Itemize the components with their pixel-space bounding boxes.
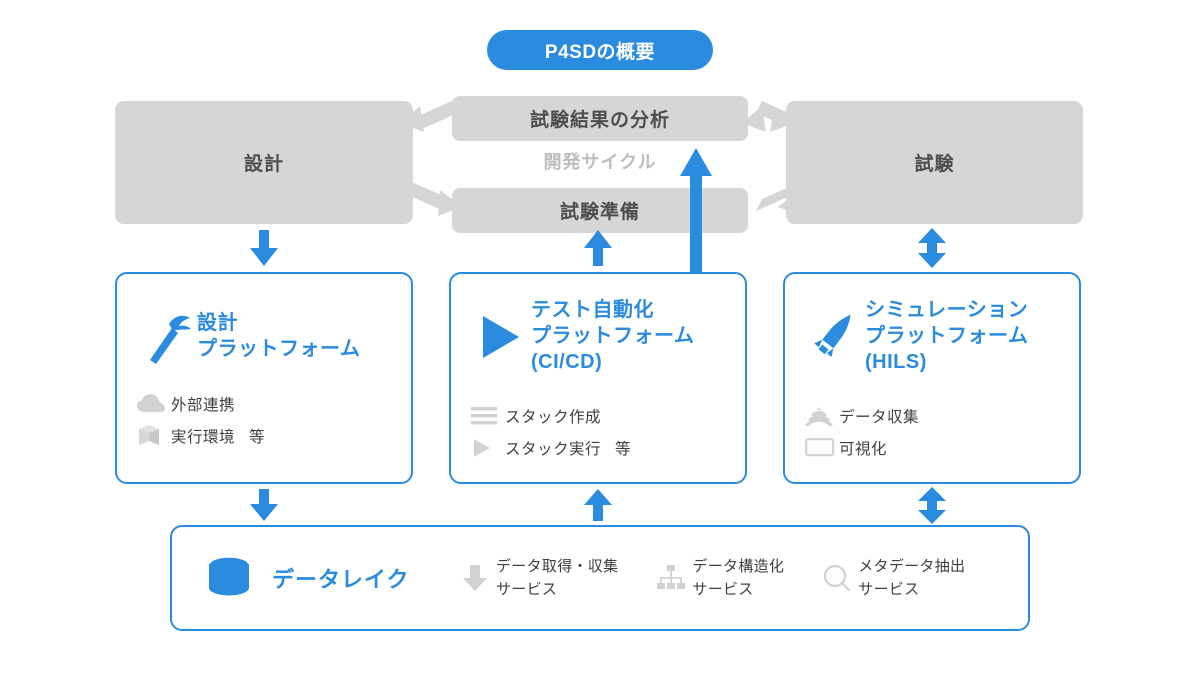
feature-item[interactable]: 実行環境 等 — [137, 420, 411, 452]
rocket-icon — [803, 305, 865, 367]
feature-item[interactable]: スタック実行 等 — [471, 432, 745, 464]
data-lake-service-text: メタデータ抽出 サービス — [858, 557, 966, 598]
data-lake-title: データレイク — [272, 567, 410, 592]
data-lake-service[interactable]: データ構造化 サービス — [650, 555, 784, 602]
card-design-platform-header: 設計 プラットフォーム — [117, 274, 411, 384]
cube-icon — [137, 423, 171, 449]
signal-waves-icon — [805, 405, 839, 427]
card-simulation-platform-header: シミュレーション プラットフォーム (HILS) — [785, 274, 1079, 384]
arrow-design-platform-to-datalake-icon — [250, 489, 278, 521]
arrow-design-to-design-platform-icon — [250, 230, 278, 266]
card-automation-platform-title: テスト自動化 プラットフォーム (CI/CD) — [531, 299, 695, 373]
card-simulation-platform-features: データ収集 可視化 — [785, 384, 1079, 464]
feature-item[interactable]: スタック作成 — [471, 400, 745, 432]
arrow-test-to-simulation-platform-icon — [918, 228, 946, 268]
process-box-test-label: 試験 — [914, 154, 955, 175]
monitor-icon — [805, 438, 839, 458]
feature-label: データ収集 — [839, 409, 920, 426]
feature-label: スタック実行 — [505, 441, 602, 458]
process-box-design-label: 設計 — [243, 154, 284, 175]
feature-label: 実行環境 — [171, 429, 236, 446]
database-icon — [204, 554, 254, 602]
card-automation-platform[interactable]: テスト自動化 プラットフォーム (CI/CD) スタック作成 — [449, 272, 747, 484]
data-lake-brand: データレイク — [172, 554, 454, 602]
data-lake-service[interactable]: データ取得・収集 サービス — [454, 555, 618, 602]
card-design-platform-features: 外部連携 実行環境 等 — [117, 384, 411, 452]
card-automation-platform-header: テスト自動化 プラットフォーム (CI/CD) — [451, 274, 745, 384]
feature-item[interactable]: データ収集 — [805, 400, 1079, 432]
process-box-test[interactable]: 試験 — [786, 101, 1083, 224]
play-small-icon — [471, 437, 505, 459]
stack-lines-icon — [471, 406, 505, 426]
card-design-platform-title: 設計 プラットフォーム — [197, 312, 361, 360]
arrow-design-to-prep — [406, 182, 462, 216]
process-box-analysis[interactable]: 試験結果の分析 — [452, 96, 748, 141]
card-automation-platform-features: スタック作成 スタック実行 等 — [451, 384, 745, 464]
arrow-analysis-feedback-up-icon — [680, 148, 712, 275]
data-lake-service[interactable]: メタデータ抽出 サービス — [816, 555, 965, 602]
card-simulation-platform[interactable]: シミュレーション プラットフォーム (HILS) データ収集 — [783, 272, 1081, 484]
card-design-platform[interactable]: 設計 プラットフォーム 外部連携 — [115, 272, 413, 484]
data-lake-service-text: データ構造化 サービス — [692, 557, 785, 598]
feature-suffix: 等 — [249, 429, 265, 446]
process-box-preparation-label: 試験準備 — [559, 202, 640, 223]
cycle-label: 開発サイクル — [543, 152, 657, 172]
feature-label: スタック作成 — [505, 409, 602, 426]
feature-label: 外部連携 — [171, 397, 236, 414]
feature-item[interactable]: 外部連携 — [137, 388, 411, 420]
hammer-icon — [135, 306, 197, 366]
down-arrow-icon — [454, 563, 496, 593]
arrow-simulation-platform-to-datalake-icon — [918, 487, 946, 524]
feature-item[interactable]: 可視化 — [805, 432, 1079, 464]
arrow-prep-to-automation-platform-icon — [584, 230, 612, 266]
data-lake-service-text: データ取得・収集 サービス — [496, 557, 619, 598]
feature-label: 可視化 — [839, 441, 888, 458]
hierarchy-icon — [650, 564, 692, 592]
page-title-badge: P4SDの概要 — [487, 30, 713, 70]
cloud-icon — [137, 394, 171, 414]
page-title: P4SDの概要 — [544, 41, 656, 63]
process-box-design[interactable]: 設計 — [115, 101, 413, 224]
arrow-datalake-to-automation-platform-icon — [584, 489, 612, 521]
magnifier-icon — [816, 563, 858, 593]
feature-suffix: 等 — [615, 441, 631, 458]
play-triangle-icon — [469, 306, 531, 366]
card-simulation-platform-title: シミュレーション プラットフォーム (HILS) — [865, 299, 1029, 373]
process-box-analysis-label: 試験結果の分析 — [529, 110, 670, 131]
card-data-lake[interactable]: データレイク データ取得・収集 サービス — [170, 525, 1030, 631]
